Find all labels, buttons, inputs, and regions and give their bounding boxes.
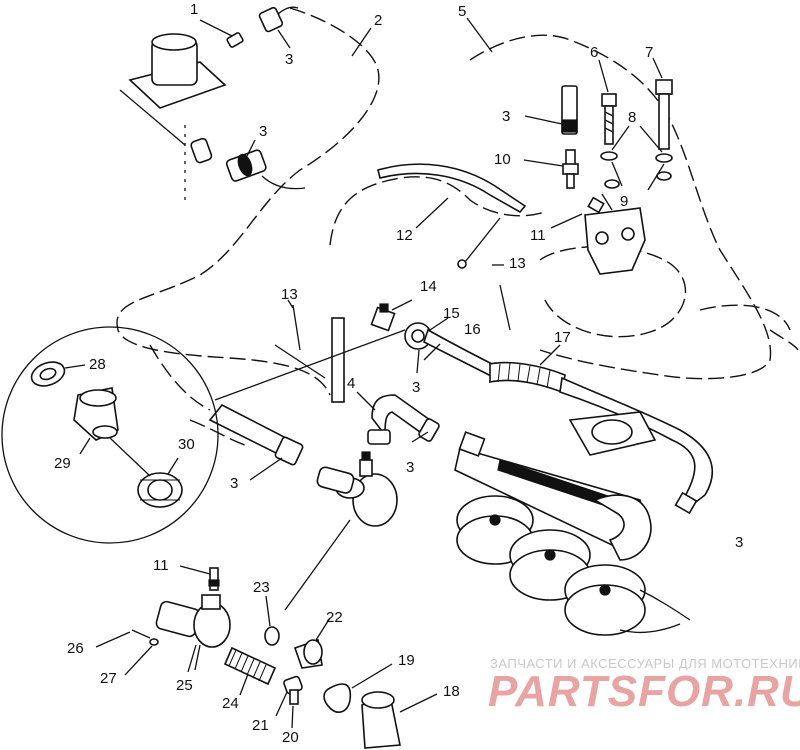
- exhaust-manifold: [593, 494, 652, 561]
- hose-segment-mid-left: [190, 137, 306, 190]
- callout-18: 18: [443, 683, 460, 700]
- leader-25: [187, 644, 197, 673]
- hull-outline-dashed: [116, 7, 380, 396]
- fitting-11-lower: [179, 565, 220, 591]
- left-dashed: [149, 344, 246, 446]
- callout-5: 5: [458, 3, 466, 20]
- callout-3: 3: [412, 379, 420, 396]
- callout-26: 26: [67, 640, 84, 657]
- filler-neck: [119, 33, 227, 200]
- spring-24: [223, 646, 277, 696]
- bolt-7: [652, 57, 673, 150]
- o-ring-23: [264, 595, 280, 646]
- tie-strap-13-left: [274, 304, 326, 379]
- hose-16: [423, 328, 502, 380]
- vertical-pipe: [331, 317, 345, 403]
- callout-7: 7: [645, 44, 653, 61]
- callout-9: 9: [620, 193, 628, 210]
- callout-11: 11: [153, 557, 169, 574]
- callout-6: 6: [590, 44, 598, 61]
- callout-24: 24: [222, 695, 239, 712]
- pump-body: [284, 451, 398, 611]
- callout-22: 22: [326, 609, 343, 626]
- callout-21: 21: [252, 717, 269, 734]
- detail-inset: [1, 326, 406, 544]
- valve-body-25: [155, 594, 231, 671]
- callout-28: 28: [89, 356, 106, 373]
- bolt-6: [598, 59, 617, 145]
- clamp-14: [370, 299, 413, 332]
- hose-clamp-top: [258, 6, 299, 49]
- callout-29: 29: [54, 455, 71, 472]
- hose-fitting-3-upper: [524, 85, 578, 135]
- check-valve-22: [293, 617, 331, 669]
- callout-11: 11: [530, 227, 546, 244]
- callout-1: 1: [190, 1, 198, 18]
- elbow-hose-4: [356, 391, 440, 445]
- hose-3-left: [208, 403, 304, 481]
- callout-10: 10: [494, 151, 511, 168]
- fuel-rail: [454, 431, 646, 546]
- callout-27: 27: [100, 670, 117, 687]
- tank-outline-dashed: [469, 34, 772, 380]
- callout-19: 19: [398, 652, 415, 669]
- hose-route-dashed: [329, 176, 546, 246]
- callout-13: 13: [509, 255, 526, 272]
- hose-12: [377, 163, 527, 214]
- corrugated-hose-17: [489, 344, 566, 394]
- callout-3: 3: [285, 51, 293, 68]
- nipple-10: [523, 149, 579, 189]
- tie-strap-13-right: [457, 217, 511, 331]
- callout-3: 3: [230, 475, 238, 492]
- callout-3: 3: [735, 534, 743, 551]
- cover-18: [361, 691, 438, 749]
- rear-dashed: [699, 304, 799, 351]
- callout-3: 3: [259, 123, 267, 140]
- callout-labels: 1 2 3 5 6 7 3 3 8 10 9 12 11 13 13 14 15…: [54, 1, 743, 746]
- gasket-19: [323, 663, 393, 713]
- watermark-tagline: ЗАПЧАСТИ И АКСЕССУАРЫ ДЛЯ МОТОТЕХНИКИ: [490, 656, 800, 671]
- callout-23: 23: [253, 579, 270, 596]
- nipple-20: [289, 689, 299, 729]
- callout-2: 2: [374, 12, 382, 29]
- callout-25: 25: [176, 677, 193, 694]
- cylinder-head-1: [456, 495, 534, 565]
- callout-4: 4: [347, 375, 355, 392]
- callout-8: 8: [628, 109, 636, 126]
- callout-14: 14: [420, 278, 437, 295]
- washers-8: [600, 125, 673, 191]
- watermark-brand: PARTSFOR.RU: [488, 667, 800, 716]
- callout-17: 17: [554, 329, 571, 346]
- callout-20: 20: [282, 729, 299, 746]
- callout-12: 12: [396, 227, 413, 244]
- callout-3: 3: [406, 459, 414, 476]
- watermark: ЗАПЧАСТИ И АКСЕССУАРЫ ДЛЯ МОТОТЕХНИКИ PA…: [488, 656, 800, 716]
- callout-15: 15: [443, 305, 460, 322]
- callout-16: 16: [464, 321, 481, 338]
- callout-13: 13: [281, 286, 298, 303]
- hose-end-right: [674, 491, 698, 515]
- mount-bracket: [584, 196, 646, 275]
- callout-3: 3: [502, 108, 510, 125]
- engine-block-edge: [619, 589, 691, 634]
- washer-27: [124, 638, 159, 676]
- screw-26: [95, 629, 151, 648]
- callout-30: 30: [178, 436, 195, 453]
- leader-lines: [287, 17, 613, 374]
- cylinder-head-3: [564, 564, 646, 636]
- fitting-1: [199, 19, 244, 48]
- gasket-plate: [568, 411, 657, 456]
